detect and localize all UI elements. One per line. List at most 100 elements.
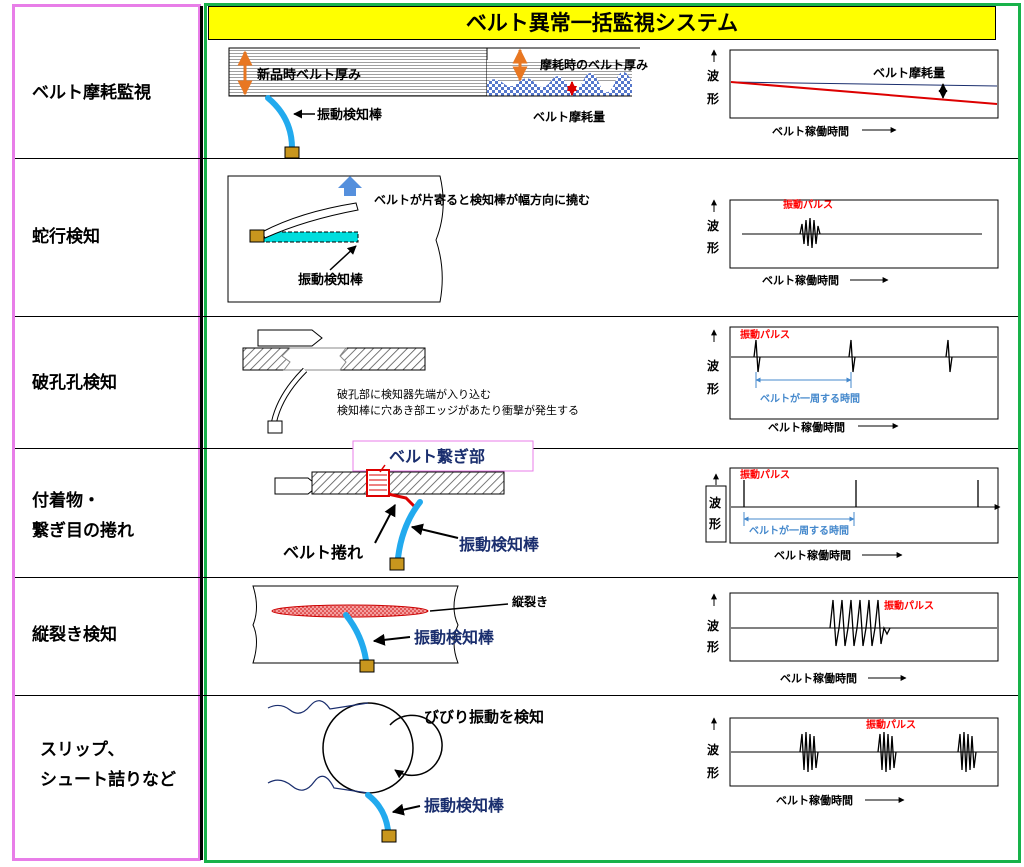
belt-lower xyxy=(267,775,369,794)
probe-rod xyxy=(272,368,307,423)
graph-xlabel: ベルト稼働時間 xyxy=(768,420,845,434)
graph-ylabel: 形 xyxy=(707,382,719,396)
label-column-frame xyxy=(12,4,201,861)
row-label-splice: 付着物・繋ぎ目の捲れ xyxy=(32,491,134,541)
slip-diagram: びびり振動を検知 振動検知棒 xyxy=(267,700,544,843)
probe-rod-deflected xyxy=(261,202,359,239)
rotation-arrow xyxy=(389,714,443,779)
wear-trend-line xyxy=(730,81,998,105)
graph-ylabel: 波 xyxy=(707,742,720,757)
probe-base xyxy=(267,420,283,434)
pulse-label: 振動パルス xyxy=(783,198,833,211)
probe-base xyxy=(359,659,375,673)
row-label-slip: スリップ、シュート詰りなど xyxy=(40,740,176,790)
row-label-hole: 破孔孔検知 xyxy=(32,373,117,393)
probe-rod xyxy=(265,95,295,151)
pulse-burst xyxy=(829,599,891,647)
probe-rod xyxy=(395,499,423,561)
graph-ylabel: 波 xyxy=(709,495,722,510)
wear-zone xyxy=(487,72,632,96)
wear-diagram: 新品時ベルト厚み 摩耗時のベルト厚み ベルト摩耗量 振動検知棒 xyxy=(228,47,648,159)
probe-base xyxy=(249,229,265,243)
probe-label: 振動検知棒 xyxy=(317,107,383,123)
pulse-label: 振動パルス xyxy=(740,328,790,341)
rip-zone xyxy=(271,604,429,618)
graph-wear-label: ベルト摩耗量 xyxy=(873,65,945,80)
belt-upper xyxy=(267,700,369,714)
probe-rod xyxy=(343,612,369,663)
graph-meander: 波 形 振動パルス ベルト稼働時間 xyxy=(707,198,999,287)
graph-slip: 波 形 振動パルス ベルト稼働時間 xyxy=(707,717,999,807)
joint-label-box xyxy=(352,440,534,472)
new-thickness-label: 新品時ベルト厚み xyxy=(257,67,361,83)
graph-splice: 波 形 振動パルス ベルトが一周する時間 ベルト稼働時間 xyxy=(705,467,1001,562)
meander-diagram: ベルトが片寄ると検知棒が幅方向に撓む 振動検知棒 xyxy=(227,175,590,303)
meander-note: ベルトが片寄ると検知棒が幅方向に撓む xyxy=(374,192,590,207)
graph-xlabel: ベルト稼働時間 xyxy=(776,793,853,807)
graph-rip: 波 形 振動パルス ベルト稼働時間 xyxy=(707,592,999,685)
probe-label: 振動検知棒 xyxy=(424,796,505,815)
graph-xlabel: ベルト稼働時間 xyxy=(774,548,851,562)
graph-ylabel: 形 xyxy=(709,517,721,531)
pulse xyxy=(945,339,953,373)
graph-xlabel: ベルト稼働時間 xyxy=(772,124,849,138)
graph-hole: 波 形 振動パルス ベルトが一周する時間 ベルト稼働時間 xyxy=(707,326,999,434)
graph-xlabel: ベルト稼働時間 xyxy=(780,671,857,685)
ylabel-box xyxy=(705,485,727,543)
curl-label: ベルト捲れ xyxy=(283,543,363,562)
graph-ylabel: 波 xyxy=(707,358,720,373)
pulse-burst xyxy=(957,731,977,773)
probe-base xyxy=(381,829,397,843)
worn-thickness-label: 摩耗時のベルト厚み xyxy=(540,57,648,72)
graph-frame xyxy=(729,592,999,662)
belt-hole xyxy=(281,347,347,371)
column-divider xyxy=(200,6,203,860)
row-divider xyxy=(15,316,1018,317)
pulse-label: 振動パルス xyxy=(740,468,790,481)
probe-label: 振動検知棒 xyxy=(298,272,364,288)
pulse-burst xyxy=(877,731,897,773)
graph-ylabel: 波 xyxy=(707,618,720,633)
graph-ylabel: 波 xyxy=(707,68,720,83)
graph-frame xyxy=(729,326,999,420)
graph-xlabel: ベルト稼働時間 xyxy=(762,273,839,287)
pulse-burst xyxy=(799,731,819,773)
graph-ylabel: 形 xyxy=(707,92,719,106)
row-divider xyxy=(15,695,1018,696)
row-label-rip: 縦裂き検知 xyxy=(32,625,117,645)
pulse-burst xyxy=(799,217,821,249)
belt-section xyxy=(311,471,505,495)
row-divider xyxy=(15,158,1018,159)
period-label: ベルトが一周する時間 xyxy=(760,392,860,405)
row-label-meander: 蛇行検知 xyxy=(32,227,100,247)
probe-base xyxy=(389,557,405,571)
probe-label: 振動検知棒 xyxy=(414,628,495,647)
baseline-line xyxy=(730,81,998,87)
joint-section xyxy=(366,469,390,497)
probe-rod xyxy=(365,792,391,833)
joint-label: ベルト繋ぎ部 xyxy=(389,447,485,466)
pulse xyxy=(753,339,761,373)
hole-note-2: 検知棒に穴あき部エッジがあたり衝撃が発生する xyxy=(337,403,579,417)
pulse xyxy=(848,339,856,373)
belt-curl xyxy=(387,492,418,510)
graph-ylabel: 波 xyxy=(707,218,720,233)
graph-ylabel: 形 xyxy=(707,241,719,255)
graph-ylabel: 形 xyxy=(707,640,719,654)
rip-label: 縦裂き xyxy=(512,594,548,609)
graph-frame xyxy=(729,467,999,544)
pulley xyxy=(322,702,414,794)
row-divider xyxy=(15,577,1018,578)
wear-amount-label: ベルト摩耗量 xyxy=(533,109,605,124)
graph-wear: 波 形 ベルト摩耗量 ベルト稼働時間 xyxy=(707,49,999,138)
probe-label: 振動検知棒 xyxy=(459,535,540,554)
diagram-column-frame xyxy=(204,3,1021,863)
rip-diagram: 縦裂き 振動検知棒 xyxy=(252,585,548,673)
pulse-label: 振動パルス xyxy=(866,718,916,731)
system-title: ベルト異常一括監視システム xyxy=(208,6,996,40)
graph-frame xyxy=(729,49,999,119)
pulse-label: 振動パルス xyxy=(884,599,934,612)
slip-note: びびり振動を検知 xyxy=(424,708,544,726)
travel-arrow-icon xyxy=(257,329,323,347)
